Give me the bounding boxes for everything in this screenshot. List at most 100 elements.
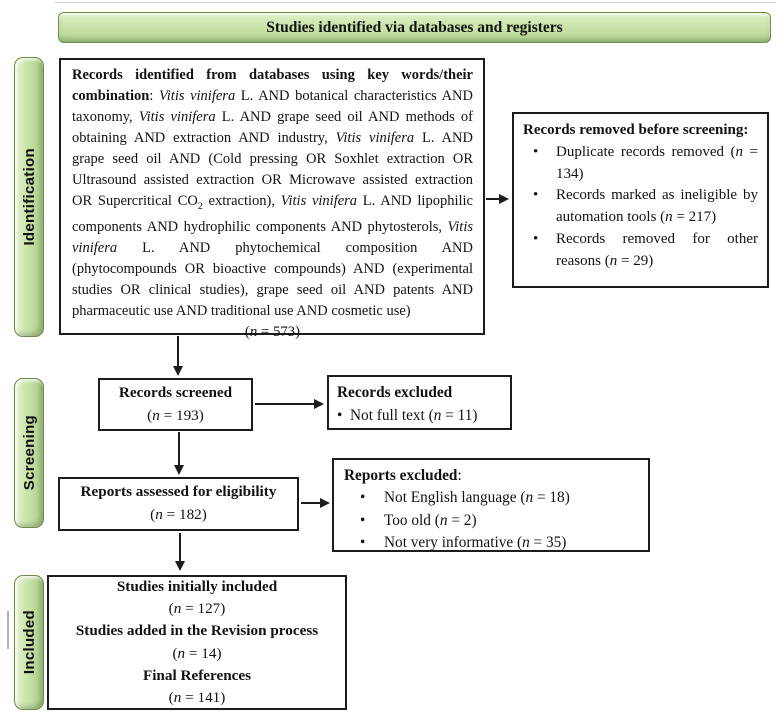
top-divider-line xyxy=(55,2,776,3)
text-segment: Records marked as ineligible by automati… xyxy=(556,187,758,226)
text-segment: Reports assessed for eligibility xyxy=(80,483,277,501)
stage-label-screening: Screening xyxy=(20,415,38,491)
text-segment: L. AND grape seed oil AND methods of obt… xyxy=(72,109,473,146)
banner-studies-identified: Studies identified via databases and reg… xyxy=(58,12,771,43)
bullet-item: Records removed for other reasons (n = 2… xyxy=(523,229,758,273)
text-segment: Final References xyxy=(142,666,252,684)
text-segment: Records removed for other reasons ( xyxy=(556,230,758,269)
arrow-down-head-to-included xyxy=(175,561,185,571)
text-segment: Records screened xyxy=(118,383,233,401)
banner-label: Studies identified via databases and reg… xyxy=(266,18,563,36)
text-segment: n xyxy=(522,533,530,551)
text-segment: : xyxy=(457,467,462,484)
arrow-down-line-to-screened xyxy=(177,336,179,367)
text-segment: ( xyxy=(147,406,153,424)
text-segment: L. AND botanical characteristics AND tax… xyxy=(72,88,473,125)
records-excluded-list: Not full text (n = 11) xyxy=(337,404,502,427)
records-excluded-title: Records excluded xyxy=(337,381,502,404)
arrow-right-head-to-reports-excluded xyxy=(320,498,330,508)
text-line: Studies added in the Revision process xyxy=(76,620,318,642)
text-segment: ( xyxy=(168,599,174,617)
records-identified-text: Records identified from databases using … xyxy=(72,65,473,322)
text-line: (n = 14) xyxy=(172,643,221,665)
box-records-identified: Records identified from databases using … xyxy=(59,58,485,340)
stage-bar-included: Included xyxy=(14,575,44,710)
text-segment: Duplicate records removed ( xyxy=(556,143,736,160)
bullet-item: Duplicate records removed (n = 134) xyxy=(523,142,758,186)
box-reports-assessed: Reports assessed for eligibility (n = 182… xyxy=(58,477,299,531)
text-segment: = 11) xyxy=(441,407,478,424)
text-segment: = 217) xyxy=(672,209,717,226)
text-line: Records screened xyxy=(119,382,232,405)
text-segment: 2 xyxy=(197,200,203,212)
text-segment: = 573) xyxy=(257,323,301,340)
stage-label-included: Included xyxy=(20,610,38,675)
text-segment: n xyxy=(735,143,744,160)
text-segment: = 127) xyxy=(181,599,226,617)
bullet-item: Not full text (n = 11) xyxy=(337,404,502,427)
box-records-screened: Records screened (n = 193) xyxy=(98,378,253,431)
text-line: (n = 182) xyxy=(150,504,207,527)
box-reports-excluded: Reports excluded: Not English language (… xyxy=(332,458,650,555)
arrow-right-line-to-records-excluded xyxy=(255,403,315,405)
text-segment: Vitis vinifera xyxy=(138,109,216,125)
text-line: Studies initially included xyxy=(117,576,277,598)
text-line: (n = 193) xyxy=(147,405,204,428)
text-segment: Studies initially included xyxy=(116,577,278,595)
text-segment: Vitis vinifera xyxy=(280,193,358,209)
text-segment: n xyxy=(173,599,182,617)
text-line: Final References xyxy=(143,665,251,687)
text-segment: = 182) xyxy=(162,506,207,523)
text-segment: ( xyxy=(168,689,174,707)
text-segment: = 35) xyxy=(529,533,567,551)
text-segment: = 18) xyxy=(533,489,570,507)
arrow-down-head-to-screened xyxy=(173,366,183,376)
margin-artifact-line xyxy=(7,611,9,649)
text-line: (n = 127) xyxy=(169,598,226,620)
text-segment: Not full text ( xyxy=(350,407,434,424)
arrow-right-head-to-removed xyxy=(499,194,509,204)
arrow-right-line-to-removed xyxy=(486,198,500,200)
arrow-right-line-to-reports-excluded xyxy=(301,502,321,504)
text-segment: n xyxy=(609,252,618,269)
bullet-item: Not English language (n = 18) xyxy=(344,487,638,510)
text-segment: extraction), xyxy=(202,193,281,209)
text-segment: L. AND phytochemical composition AND (ph… xyxy=(72,239,473,319)
text-segment: Records excluded xyxy=(337,384,453,401)
arrow-down-line-to-assessed xyxy=(178,432,180,466)
bullet-item: Too old (n = 2) xyxy=(344,510,638,533)
box-records-excluded: Records excluded Not full text (n = 11) xyxy=(327,375,512,430)
stage-bar-identification: Identification xyxy=(14,57,44,337)
text-segment: Not English language ( xyxy=(384,489,526,507)
text-segment: ( xyxy=(150,506,156,523)
arrow-down-line-to-included xyxy=(179,533,181,562)
text-segment: n xyxy=(155,506,163,523)
stage-label-identification: Identification xyxy=(20,148,38,246)
text-segment: Studies added in the Revision process xyxy=(75,622,319,640)
text-segment: n xyxy=(249,323,258,340)
text-segment: n xyxy=(152,406,160,424)
records-removed-title: Records removed before screening: xyxy=(523,120,758,142)
box-studies-included: Studies initially included(n = 127)Studi… xyxy=(47,575,347,710)
box-records-removed: Records removed before screening: Duplic… xyxy=(512,112,769,288)
text-segment: ( xyxy=(244,323,250,340)
text-segment: n xyxy=(433,407,442,424)
text-segment: Vitis vinifera xyxy=(158,88,236,104)
text-segment: Vitis vinifera xyxy=(335,130,415,146)
text-segment: L. AND grape seed oil AND (Cold pressing… xyxy=(72,130,473,209)
text-segment: = 193) xyxy=(159,406,204,424)
records-identified-count: (n = 573) xyxy=(72,322,473,343)
arrow-right-head-to-records-excluded xyxy=(314,399,324,409)
text-line: Reports assessed for eligibility xyxy=(81,481,277,504)
text-segment: : xyxy=(149,88,159,104)
text-segment: ( xyxy=(172,644,178,662)
text-line: (n = 141) xyxy=(169,687,226,709)
text-segment: n xyxy=(177,644,186,662)
stage-bar-screening: Screening xyxy=(14,378,44,528)
bullet-item: Not very informative (n = 35) xyxy=(344,532,638,555)
text-segment: = 141) xyxy=(181,689,226,707)
bullet-item: Records marked as ineligible by automati… xyxy=(523,185,758,229)
text-segment: = 2) xyxy=(447,511,477,529)
text-segment: Records removed before screening: xyxy=(523,122,749,138)
